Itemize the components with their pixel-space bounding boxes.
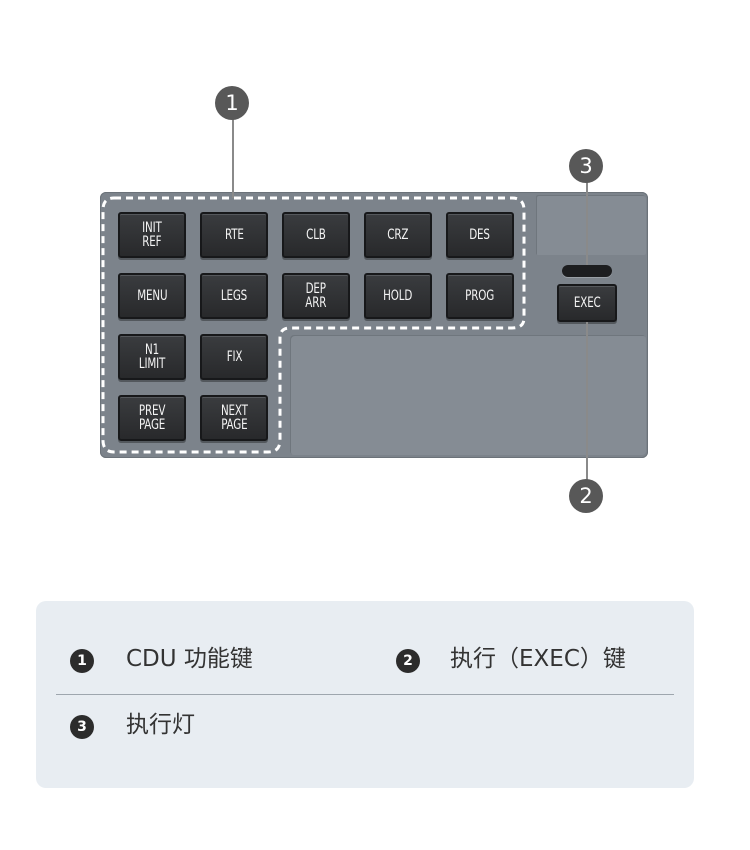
legend-num-3: 3 xyxy=(70,715,94,739)
legend-label-function-keys: CDU 功能键 xyxy=(126,646,253,672)
legs-key[interactable]: LEGS xyxy=(200,273,268,319)
key-label: DES xyxy=(469,227,491,243)
menu-key[interactable]: MENU xyxy=(118,273,186,319)
key-label: PROG xyxy=(465,288,495,304)
key-label: HOLD xyxy=(383,288,413,304)
fix-key[interactable]: FIX xyxy=(200,334,268,380)
key-label: CRZ xyxy=(387,227,409,243)
callout-3-leader xyxy=(586,180,588,265)
key-label: CLB xyxy=(306,227,326,243)
key-label: NEXT PAGE xyxy=(220,403,248,433)
callout-1: 1 xyxy=(215,86,249,120)
callout-2-leader xyxy=(586,322,588,482)
key-label: LEGS xyxy=(220,288,248,304)
rte-key[interactable]: RTE xyxy=(200,212,268,258)
clb-key[interactable]: CLB xyxy=(282,212,350,258)
key-label: DEP ARR xyxy=(305,281,327,311)
dep-arr-key[interactable]: DEP ARR xyxy=(282,273,350,319)
legend-divider xyxy=(56,694,674,695)
legend: 1 CDU 功能键 2 执行（EXEC）键 3 执行灯 xyxy=(36,601,694,788)
des-key[interactable]: DES xyxy=(446,212,514,258)
key-label: MENU xyxy=(136,288,168,304)
hold-key[interactable]: HOLD xyxy=(364,273,432,319)
legend-num-2: 2 xyxy=(396,649,420,673)
crz-key[interactable]: CRZ xyxy=(364,212,432,258)
init-ref-key[interactable]: INIT REF xyxy=(118,212,186,258)
key-label: RTE xyxy=(224,227,244,243)
exec-light xyxy=(562,265,612,277)
legend-label-exec-light: 执行灯 xyxy=(126,712,195,738)
key-label: PREV PAGE xyxy=(138,403,166,433)
prog-key[interactable]: PROG xyxy=(446,273,514,319)
exec-key[interactable]: EXEC xyxy=(557,284,617,322)
key-label: N1 LIMIT xyxy=(138,342,166,372)
legend-label-exec-key: 执行（EXEC）键 xyxy=(450,646,626,672)
exec-key-label: EXEC xyxy=(573,295,601,311)
legend-num-1: 1 xyxy=(70,649,94,673)
n1-limit-key[interactable]: N1 LIMIT xyxy=(118,334,186,380)
exec-recess xyxy=(536,195,646,255)
callout-3: 3 xyxy=(569,149,603,183)
key-label: FIX xyxy=(226,349,242,365)
next-page-key[interactable]: NEXT PAGE xyxy=(200,395,268,441)
key-label: INIT REF xyxy=(142,220,162,250)
callout-2: 2 xyxy=(569,479,603,513)
prev-page-key[interactable]: PREV PAGE xyxy=(118,395,186,441)
callout-1-leader xyxy=(232,118,234,198)
